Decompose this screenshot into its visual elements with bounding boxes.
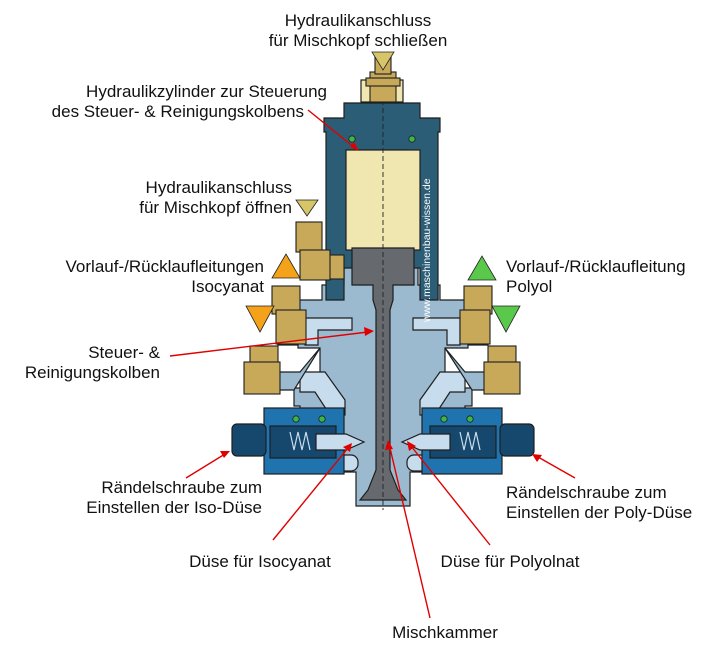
hydraulic-inlet-triangle-icon bbox=[371, 51, 395, 71]
label-hydraulic-open-2: für Mischkopf öffnen bbox=[139, 198, 292, 217]
iso-knurled-screw bbox=[231, 423, 267, 457]
label-piston-2: Reinigungskolben bbox=[25, 363, 160, 382]
label-polyol-lines-2: Polyol bbox=[506, 277, 552, 296]
polyol-nozzle-assembly bbox=[400, 407, 535, 475]
label-knurl-right-2: Einstellen der Poly-Düse bbox=[506, 503, 692, 522]
label-polyol-lines-1: Vorlauf-/Rücklaufleitung bbox=[506, 257, 686, 276]
label-hydraulic-close-2: für Mischkopf schließen bbox=[269, 31, 448, 50]
label-iso-lines-2: Isocyanat bbox=[191, 277, 264, 296]
watermark: www.maschinenbau-wissen.de bbox=[421, 178, 433, 323]
label-nozzle-iso: Düse für Isocyanat bbox=[189, 552, 331, 571]
hydraulic-inlet-triangle-icon bbox=[295, 199, 319, 217]
iso-nozzle-assembly bbox=[231, 407, 366, 475]
label-nozzle-polyol: Düse für Polyolnat bbox=[441, 552, 580, 571]
flow-arrow-up-icon bbox=[271, 253, 301, 279]
label-iso-lines-1: Vorlauf-/Rücklaufleitungen bbox=[66, 257, 264, 276]
label-knurl-left-1: Rändelschraube zum bbox=[101, 478, 262, 497]
polyol-knurled-screw bbox=[499, 423, 535, 457]
label-hydraulic-close-1: Hydraulikanschluss bbox=[285, 11, 431, 30]
label-knurl-left-2: Einstellen der Iso-Düse bbox=[86, 498, 262, 517]
label-cylinder-2: des Steuer- & Reinigungskolbens bbox=[52, 102, 304, 121]
leader-lines bbox=[169, 109, 576, 619]
flow-arrow-up-icon bbox=[467, 255, 497, 281]
control-cleaning-piston bbox=[351, 52, 415, 510]
label-piston-1: Steuer- & bbox=[88, 343, 160, 362]
brass-fittings bbox=[243, 55, 521, 395]
label-cylinder-1: Hydraulikzylinder zur Steuerung bbox=[86, 82, 327, 101]
labels: Hydraulikanschluss für Mischkopf schließ… bbox=[25, 11, 692, 642]
flow-arrow-down-icon bbox=[245, 305, 275, 333]
flow-arrow-down-icon bbox=[491, 305, 521, 333]
label-mixing-chamber: Mischkammer bbox=[392, 623, 498, 642]
label-knurl-right-1: Rändelschraube zum bbox=[506, 483, 667, 502]
label-hydraulic-open-1: Hydraulikanschluss bbox=[146, 178, 292, 197]
